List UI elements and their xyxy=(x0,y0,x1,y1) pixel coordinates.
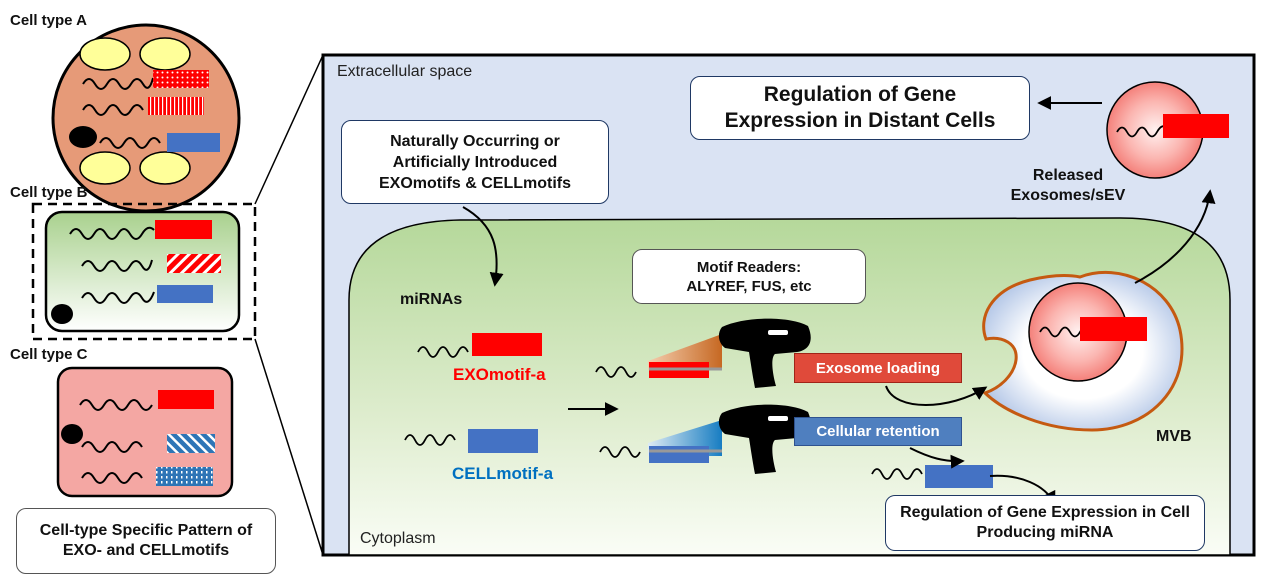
exomotif-label: EXOmotif-a xyxy=(453,365,546,384)
zoom-line-top xyxy=(254,54,324,205)
mirnas-label: miRNAs xyxy=(400,291,463,308)
cell-type-c-label: Cell type C xyxy=(10,346,88,363)
cell-b-dashed-frame xyxy=(31,202,257,341)
arrow-to-mirnas xyxy=(462,206,504,287)
zoom-line-bottom xyxy=(254,338,324,556)
cell-type-a-label: Cell type A xyxy=(10,12,87,29)
arrow-to-release xyxy=(1134,189,1216,284)
exosome-loading-tag: Exosome loading xyxy=(794,353,962,383)
scanner-icon xyxy=(718,318,811,388)
reader-beam-orange xyxy=(648,334,722,370)
cellmotif-mirna-strand xyxy=(404,434,456,446)
cellular-retention-tag: Cellular retention xyxy=(794,417,962,446)
cytoplasm-label: Cytoplasm xyxy=(360,530,436,547)
scanner-icon xyxy=(718,404,811,474)
cell-type-c xyxy=(56,366,234,498)
regulation-distant-box: Regulation of Gene Expression in Distant… xyxy=(690,76,1030,140)
cellmotif-block xyxy=(468,429,538,453)
retained-mirna-strand xyxy=(871,468,923,480)
retained-cellmotif-block xyxy=(925,465,993,488)
exomotif-mirna-strand xyxy=(417,346,469,358)
naturally-occurring-box: Naturally Occurring or Artificially Intr… xyxy=(341,120,609,204)
cell-type-b xyxy=(44,210,241,333)
cell-type-b-label: Cell type B xyxy=(10,184,88,201)
cell-type-a xyxy=(51,23,241,213)
cellmotif-label: CELLmotif-a xyxy=(452,464,554,483)
mvb xyxy=(982,271,1184,432)
mvb-label: MVB xyxy=(1156,428,1192,445)
extracellular-label: Extracellular space xyxy=(337,63,473,80)
arrow-to-mvb xyxy=(885,385,988,406)
arrow-to-retained xyxy=(909,447,965,469)
regulation-producing-box: Regulation of Gene Expression in Cell Pr… xyxy=(885,495,1205,551)
cell-pattern-caption: Cell-type Specific Pattern of EXO- and C… xyxy=(16,508,276,574)
released-exosome xyxy=(1106,81,1229,179)
exomotif-block xyxy=(472,333,542,356)
released-label: Released Exosomes/sEV xyxy=(1010,167,1126,204)
motif-readers-box: Motif Readers: ALYREF, FUS, etc xyxy=(632,249,866,304)
